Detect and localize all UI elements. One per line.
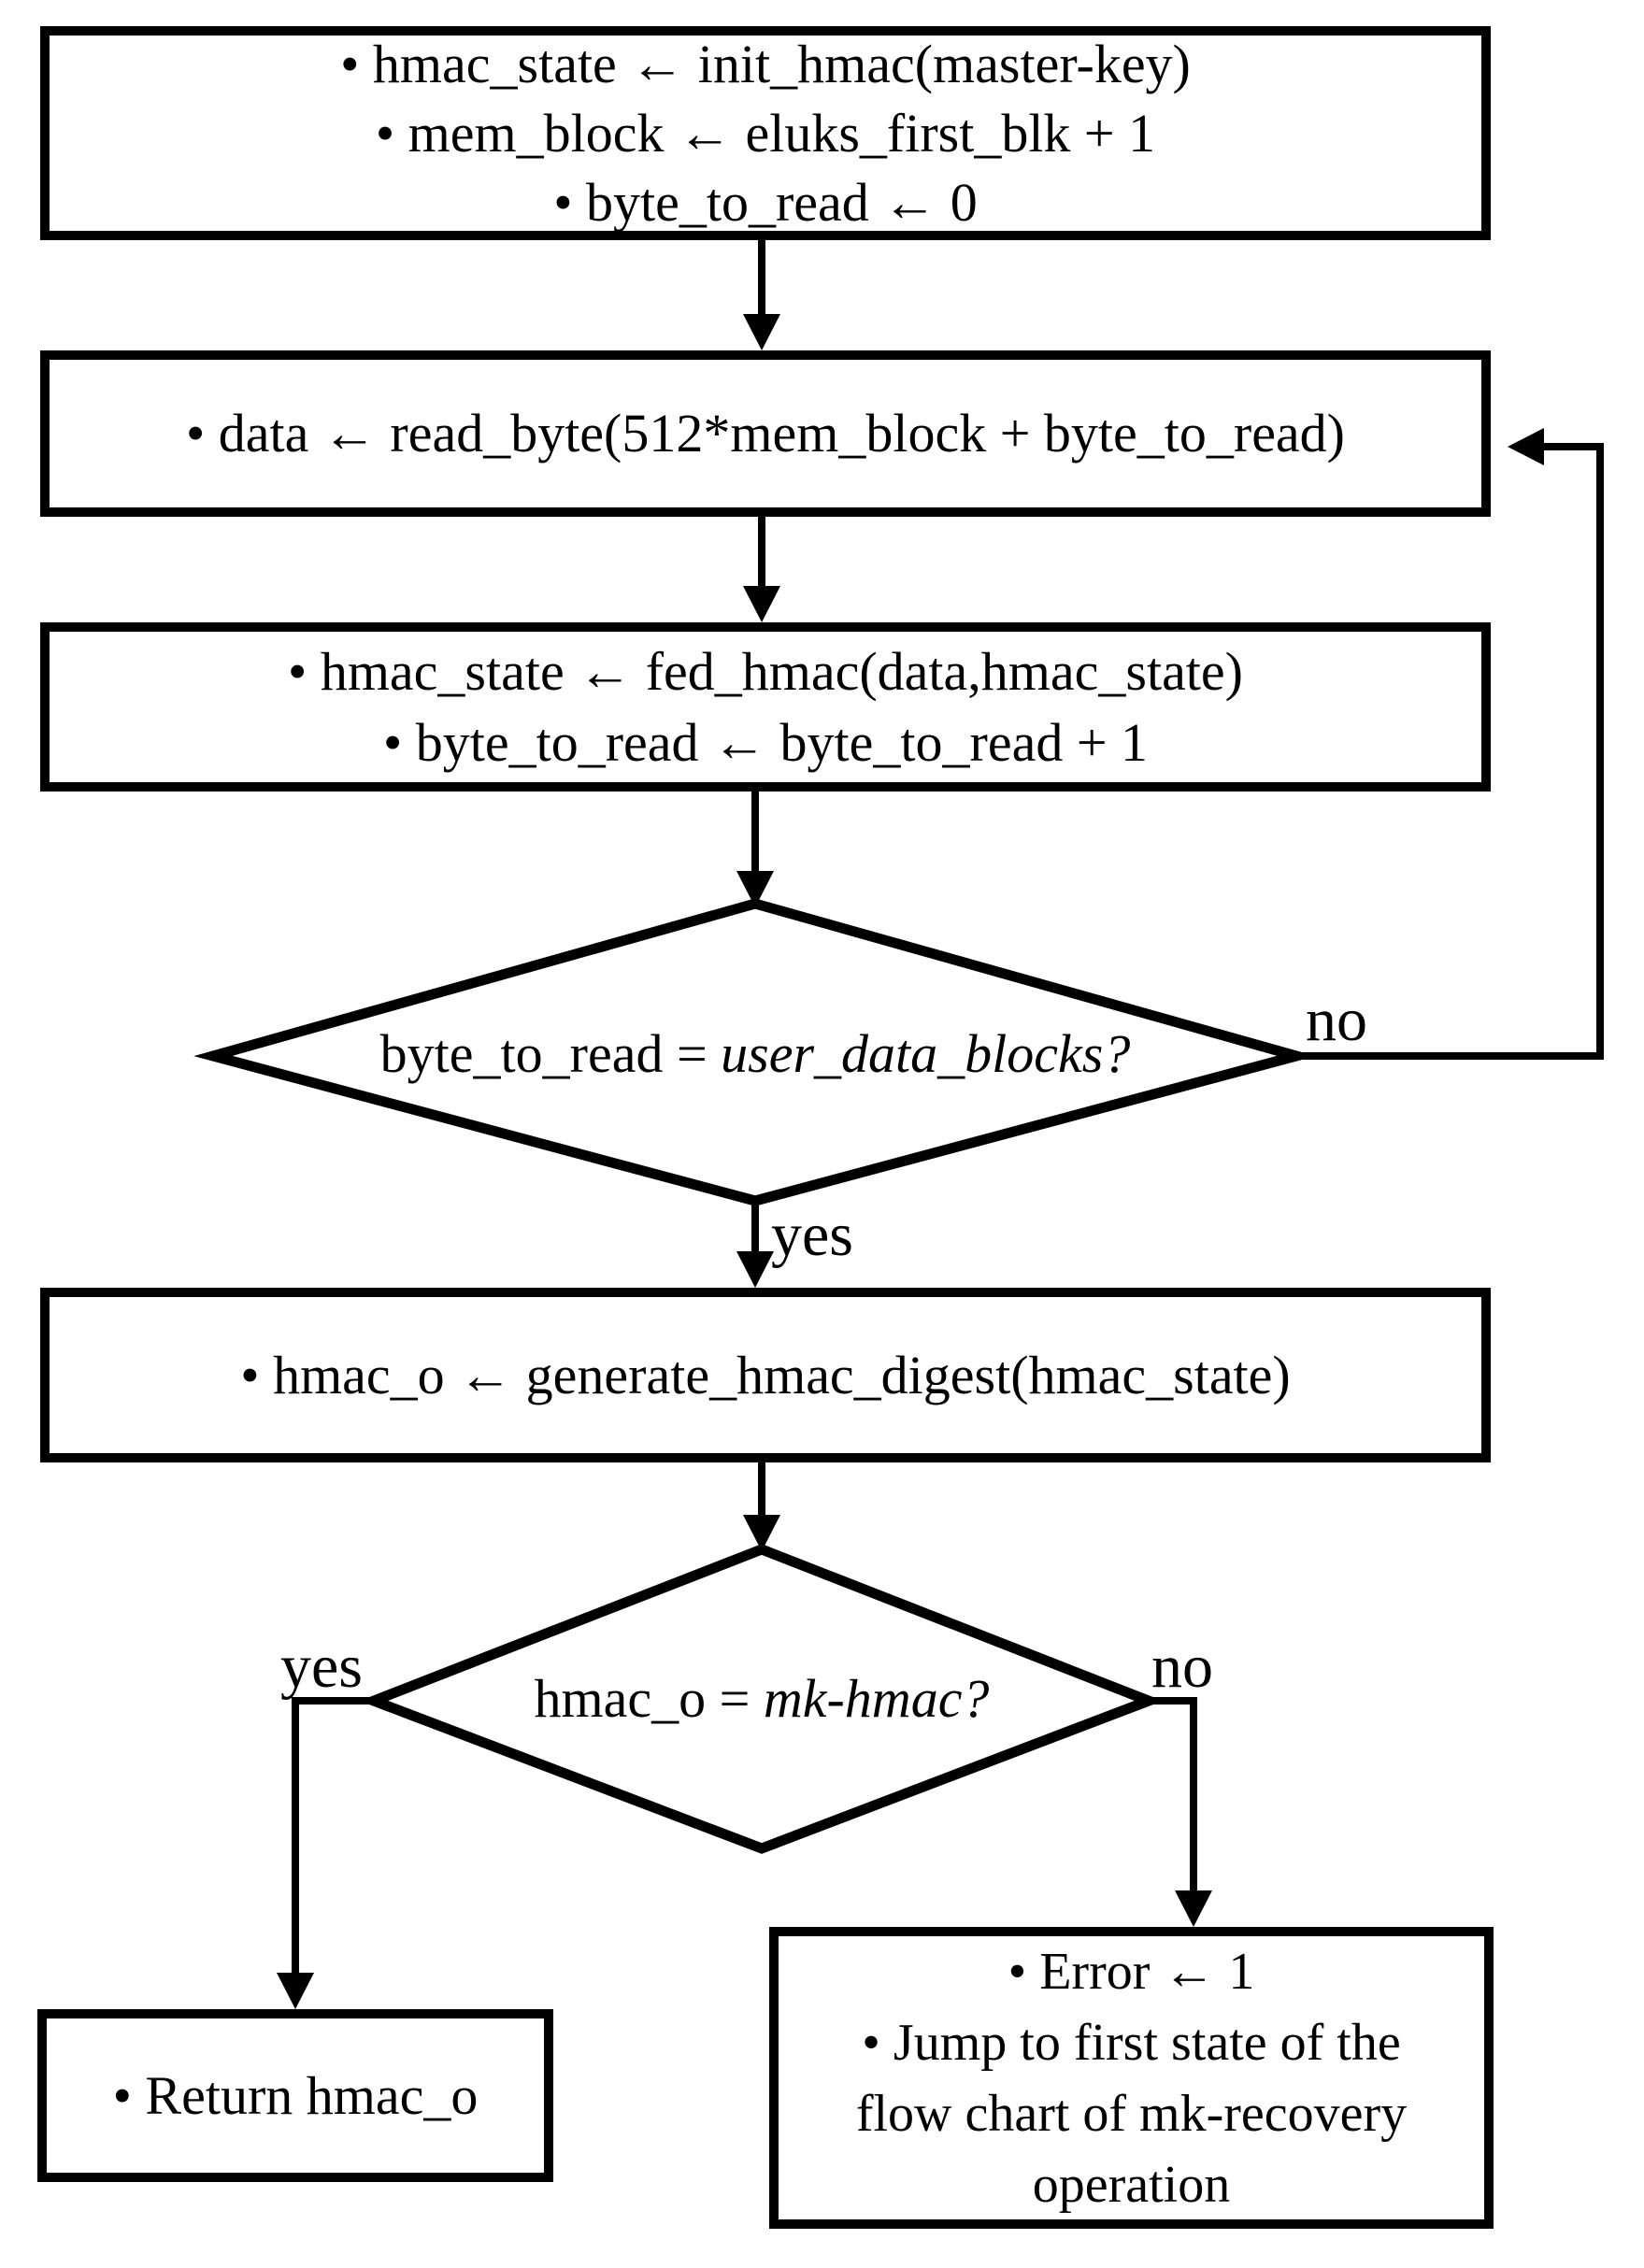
edge-label-no-1: no: [1306, 986, 1367, 1054]
arrowhead-init-to-read: [743, 314, 780, 350]
edge-label-no-2: no: [1151, 1633, 1213, 1701]
edge-no-to-error: [1149, 1697, 1197, 1892]
decision2-label: hmac_o = mk-hmac?: [294, 1662, 1229, 1736]
arrowhead-feed-to-decision1: [736, 871, 774, 907]
decision2-shape: [359, 1544, 1164, 1854]
edge-label-yes-2: yes: [280, 1633, 363, 1701]
box-line: • hmac_o ← generate_hmac_digest(hmac_sta…: [240, 1344, 1291, 1405]
edge-yes-to-return: [292, 1697, 374, 1975]
box-line: • byte_to_read ← 0: [553, 171, 978, 233]
arrowhead-yes-to-return: [277, 1973, 314, 2009]
arrowhead-yes-to-digest: [736, 1251, 774, 1288]
box-line: • hmac_state ← fed_hmac(data,hmac_state): [288, 640, 1243, 702]
box-line: • hmac_state ← init_hmac(master-key): [340, 33, 1191, 94]
arrowhead-no-to-error: [1175, 1890, 1212, 1927]
decision1-text: byte_to_read =: [379, 1023, 722, 1084]
process-box-feed: • hmac_state ← fed_hmac(data,hmac_state)…: [40, 622, 1491, 792]
decision2-text: hmac_o =: [534, 1668, 764, 1729]
box-line: operation: [1032, 2155, 1231, 2214]
box-line: • mem_block ← eluks_first_blk + 1: [375, 102, 1156, 164]
arrowhead-digest-to-decision2: [743, 1515, 780, 1551]
process-box-digest: • hmac_o ← generate_hmac_digest(hmac_sta…: [40, 1288, 1491, 1462]
process-box-init: • hmac_state ← init_hmac(master-key) • m…: [40, 26, 1491, 240]
decision1-label: byte_to_read = user_data_blocks?: [194, 1017, 1316, 1091]
box-line: • byte_to_read ← byte_to_read + 1: [382, 711, 1149, 773]
box-line: • Return hmac_o: [112, 2064, 479, 2126]
arrowhead-no-loop: [1508, 428, 1544, 465]
box-line: • Jump to first state of the: [862, 2013, 1401, 2072]
decision1-shape: [193, 898, 1316, 1206]
decision1-text-italic: user_data_blocks?: [721, 1023, 1131, 1084]
decision2-text-italic: mk-hmac?: [763, 1668, 990, 1729]
process-box-return: • Return hmac_o: [37, 2009, 553, 2182]
box-line: • Error ← 1: [1008, 1942, 1255, 2001]
process-box-read: • data ← read_byte(512*mem_block + byte_…: [40, 350, 1491, 517]
process-box-error: • Error ← 1 • Jump to first state of the…: [769, 1927, 1494, 2229]
box-line: • data ← read_byte(512*mem_block + byte_…: [185, 403, 1345, 464]
edge-label-yes-1: yes: [771, 1201, 853, 1269]
edge-no-loop: [1296, 443, 1604, 1060]
arrowhead-read-to-feed: [743, 586, 780, 622]
box-line: flow chart of mk-recovery: [855, 2084, 1408, 2143]
